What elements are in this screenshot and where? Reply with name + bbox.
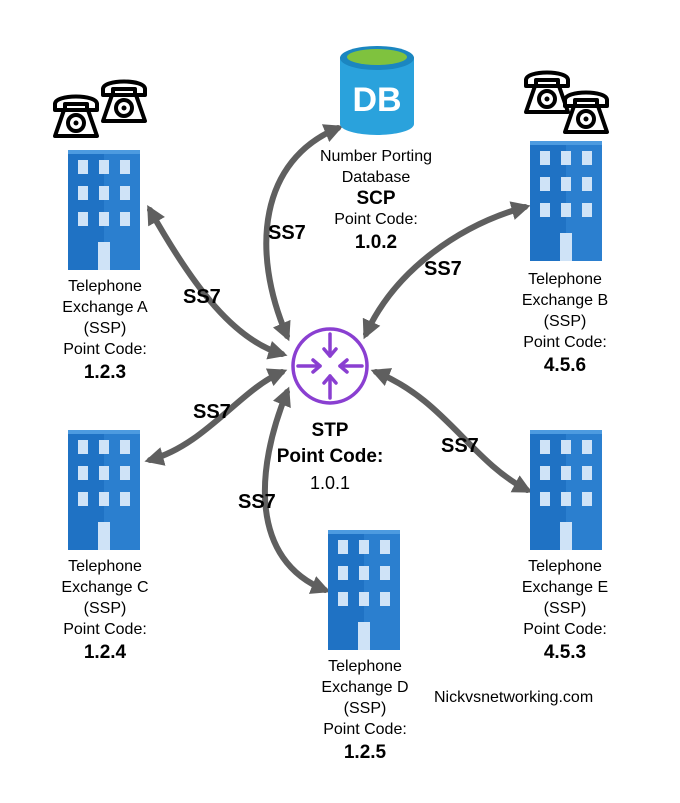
scp-pc: 1.0.2 xyxy=(354,232,398,253)
exchange-a-role: (SSP) xyxy=(83,320,127,337)
exchange-c-pc: 1.2.4 xyxy=(83,642,127,663)
scp-name-line1: Number Porting xyxy=(319,148,433,165)
scp-label: Number Porting Database SCP Point Code: … xyxy=(296,146,456,256)
exchange-c-building-icon xyxy=(68,430,140,550)
link-a-stp xyxy=(147,204,288,360)
exchange-e-pc: 4.5.3 xyxy=(543,642,587,663)
scp-name-line2: Database xyxy=(341,169,411,186)
exchange-a-label: Telephone Exchange A (SSP) Point Code: 1… xyxy=(40,276,170,386)
exchange-d-label: Telephone Exchange D (SSP) Point Code: 1… xyxy=(300,656,430,766)
exchange-e-building-icon xyxy=(530,430,602,550)
db-icon-text: DB xyxy=(352,81,401,119)
router-icon xyxy=(291,327,369,405)
exchange-e-line2: Exchange E xyxy=(521,579,609,596)
exchange-a-pc: 1.2.3 xyxy=(83,362,127,383)
exchange-d-line2: Exchange D xyxy=(321,679,409,696)
telephone-icon-a2 xyxy=(101,79,147,123)
exchange-c-pc-label: Point Code: xyxy=(63,621,147,638)
ss7-label-c: SS7 xyxy=(193,401,231,423)
scp-pc-label: Point Code: xyxy=(334,211,418,228)
ss7-label-e: SS7 xyxy=(441,435,479,457)
link-e-stp xyxy=(370,368,533,493)
exchange-d-pc: 1.2.5 xyxy=(343,742,387,763)
exchange-d-line1: Telephone xyxy=(328,658,402,675)
exchange-b-building-icon xyxy=(530,141,602,261)
exchange-a-building-icon xyxy=(68,150,140,270)
exchange-b-role: (SSP) xyxy=(543,313,587,330)
exchange-e-pc-label: Point Code: xyxy=(523,621,607,638)
exchange-d-role: (SSP) xyxy=(343,700,387,717)
stp-role: STP xyxy=(311,420,349,441)
exchange-e-line1: Telephone xyxy=(528,558,602,575)
ss7-label-scp: SS7 xyxy=(268,222,306,244)
exchange-e-role: (SSP) xyxy=(543,600,587,617)
exchange-e-label: Telephone Exchange E (SSP) Point Code: 4… xyxy=(500,556,630,666)
stp-pc-label: Point Code: xyxy=(276,446,384,467)
exchange-c-role: (SSP) xyxy=(83,600,127,617)
exchange-c-line2: Exchange C xyxy=(61,579,149,596)
link-d-stp xyxy=(261,386,331,594)
telephone-icon-a1 xyxy=(53,94,99,138)
link-scp-stp xyxy=(263,124,344,342)
exchange-b-pc-label: Point Code: xyxy=(523,334,607,351)
exchange-b-line1: Telephone xyxy=(528,271,602,288)
site-credit: Nickvsnetworking.com xyxy=(434,689,594,706)
ss7-label-b: SS7 xyxy=(424,258,462,280)
exchange-d-building-icon xyxy=(328,530,400,650)
exchange-a-line2: Exchange A xyxy=(62,299,148,316)
exchange-b-pc: 4.5.6 xyxy=(543,355,587,376)
exchange-c-label: Telephone Exchange C (SSP) Point Code: 1… xyxy=(40,556,170,666)
database-icon: DB xyxy=(340,46,414,135)
exchange-b-label: Telephone Exchange B (SSP) Point Code: 4… xyxy=(500,269,630,379)
link-c-stp xyxy=(144,368,288,466)
telephone-icon-b2 xyxy=(563,90,609,134)
exchange-b-line2: Exchange B xyxy=(521,292,609,309)
exchange-c-line1: Telephone xyxy=(68,558,142,575)
exchange-a-line1: Telephone xyxy=(68,278,142,295)
telephone-icon-b1 xyxy=(524,70,570,114)
exchange-a-pc-label: Point Code: xyxy=(63,341,147,358)
scp-role: SCP xyxy=(356,188,396,209)
ss7-label-d: SS7 xyxy=(238,491,276,513)
link-b-stp xyxy=(362,201,531,340)
ss7-label-a: SS7 xyxy=(183,286,221,308)
stp-label: STP Point Code: 1.0.1 xyxy=(252,418,408,496)
exchange-d-pc-label: Point Code: xyxy=(323,721,407,738)
stp-pc: 1.0.1 xyxy=(309,473,351,493)
